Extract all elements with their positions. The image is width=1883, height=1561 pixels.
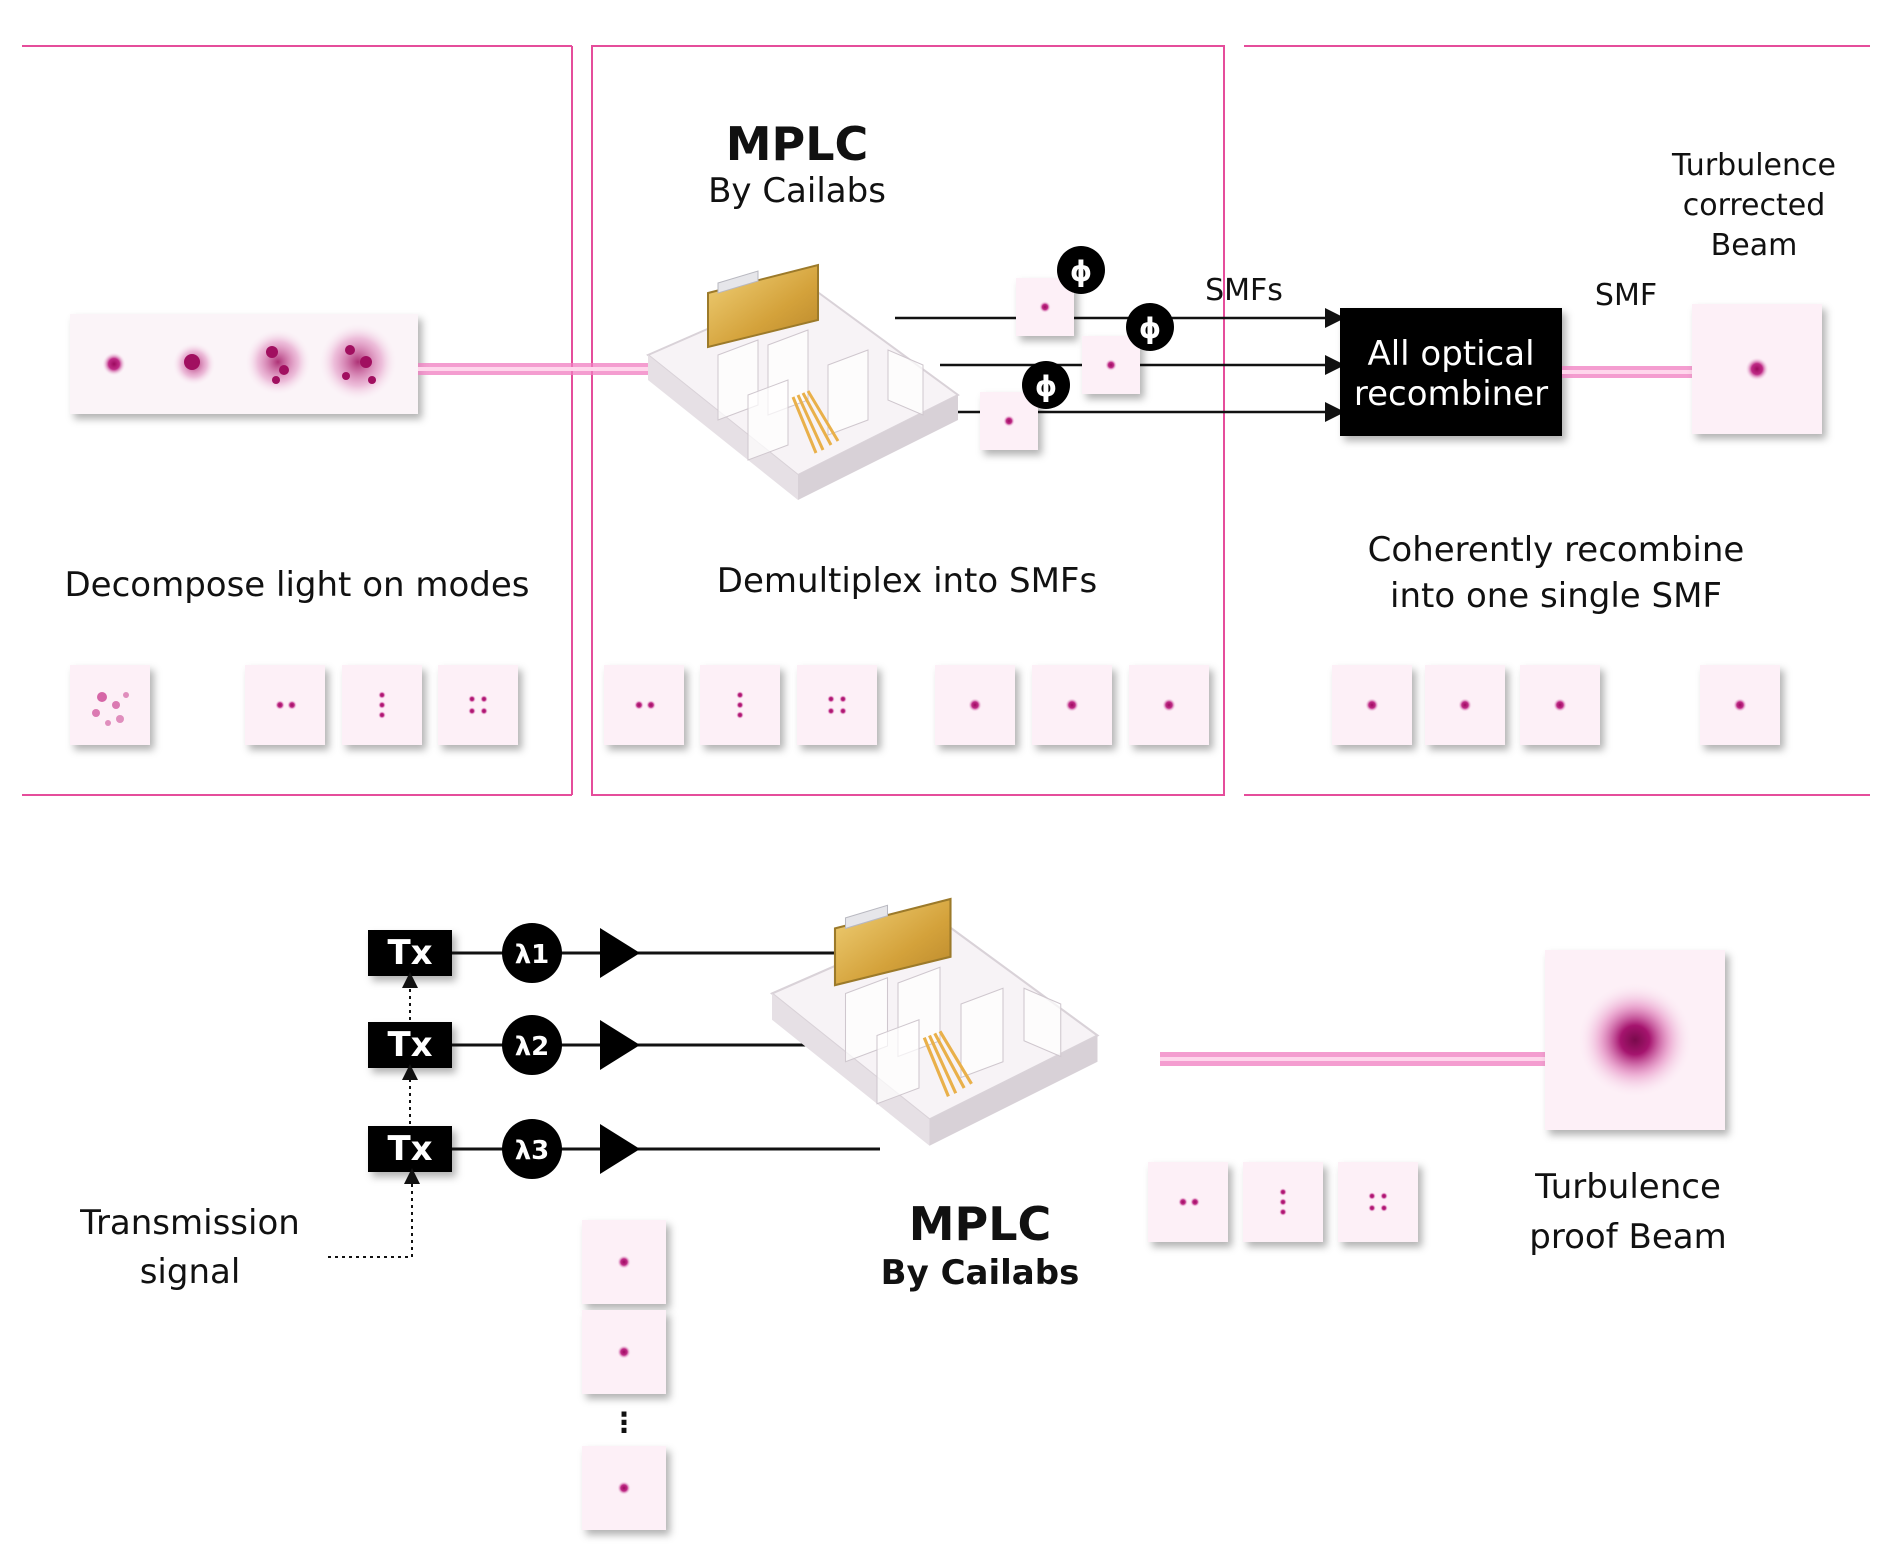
mplc-title-top: MPLC (726, 117, 869, 171)
svg-text:Tx: Tx (387, 1129, 432, 1169)
tx-box-1: Tx (368, 930, 452, 976)
caption-demultiplex: Demultiplex into SMFs (717, 561, 1097, 601)
svg-text:ϕ: ϕ (1070, 255, 1092, 288)
corrected-label-2: corrected (1683, 188, 1826, 223)
svg-text:ϕ: ϕ (1035, 370, 1057, 403)
svg-text:Tx: Tx (387, 1025, 432, 1065)
svg-text:ϕ: ϕ (1139, 312, 1161, 345)
svg-text:λ3: λ3 (515, 1136, 550, 1166)
smf-label: SMF (1595, 278, 1657, 313)
gaussian-tile-2 (582, 1310, 666, 1394)
mode-tile-bottom-lp21 (1338, 1162, 1418, 1242)
mode-tile-recomb-gauss-3 (1520, 665, 1600, 745)
mplc-device-bottom (770, 897, 1100, 1148)
wavelength-3: λ3 (502, 1119, 562, 1179)
mode-tile-recomb-output (1700, 665, 1780, 745)
mode-tile-recomb-gauss-2 (1425, 665, 1505, 745)
mplc-title-bottom: MPLC (909, 1197, 1052, 1251)
transmission-signal-path (328, 972, 420, 1258)
mode-tile-recomb-gauss-1 (1332, 665, 1412, 745)
mplc-device-top (646, 263, 960, 502)
svg-text:λ1: λ1 (515, 940, 550, 970)
tx-box-3: Tx (368, 1126, 452, 1172)
mode-tile-lp11b (342, 665, 422, 745)
phase-shifter-2: ϕ (1126, 303, 1174, 351)
mode-tile-bottom-lp11b (1243, 1162, 1323, 1242)
proof-label-2: proof Beam (1529, 1217, 1726, 1257)
phase-shifter-3: ϕ (1022, 361, 1070, 409)
proof-beam-tile (1545, 950, 1725, 1130)
gaussian-tile-1 (582, 1220, 666, 1304)
smf-tile-1 (1016, 278, 1074, 336)
svg-text:Tx: Tx (387, 933, 432, 973)
mplc-subtitle-bottom: By Cailabs (881, 1253, 1080, 1293)
smf-tile-3 (980, 392, 1038, 450)
input-speckle-strip (70, 314, 418, 414)
gaussian-tile-3 (582, 1446, 666, 1530)
caption-coherent-1: Coherently recombine (1368, 530, 1745, 570)
recombiner-label-2: recombiner (1354, 374, 1548, 414)
caption-coherent-2: into one single SMF (1390, 576, 1722, 616)
corrected-label-3: Beam (1711, 228, 1798, 263)
mode-tile-lp21 (438, 665, 518, 745)
recombiner-label-1: All optical (1367, 334, 1534, 374)
corrected-label-1: Turbulence (1671, 148, 1836, 183)
mode-tile-speckle (70, 665, 150, 745)
phase-shifter-1: ϕ (1057, 246, 1105, 294)
mode-tile-demux-lp11b (700, 665, 780, 745)
mplc-subtitle-top: By Cailabs (708, 171, 886, 211)
tx-box-2: Tx (368, 1022, 452, 1068)
mode-tile-demux-lp21 (797, 665, 877, 745)
recombiner-box: All optical recombiner (1340, 308, 1562, 436)
panel-borders (22, 45, 1870, 796)
mode-tile-demux-gauss-3 (1129, 665, 1209, 745)
smf-tile-2 (1082, 336, 1140, 394)
mode-tile-lp11a (245, 665, 325, 745)
svg-text:λ2: λ2 (515, 1032, 550, 1062)
wavelength-1: λ1 (502, 923, 562, 983)
proof-label-1: Turbulence (1534, 1167, 1721, 1207)
caption-decompose: Decompose light on modes (65, 565, 530, 605)
direction-arrows (600, 928, 640, 1174)
wavelength-2: λ2 (502, 1015, 562, 1075)
corrected-beam-tile (1692, 304, 1822, 434)
smfs-label: SMFs (1205, 273, 1283, 308)
transmission-label-1: Transmission (79, 1203, 300, 1243)
mode-tile-demux-gauss-1 (935, 665, 1015, 745)
transmission-label-2: signal (140, 1252, 241, 1292)
mode-tile-demux-lp11a (604, 665, 684, 745)
gaussian-ellipsis: ⋮ (610, 1406, 638, 1439)
mode-tile-demux-gauss-2 (1032, 665, 1112, 745)
mode-tile-bottom-lp11a (1148, 1162, 1228, 1242)
